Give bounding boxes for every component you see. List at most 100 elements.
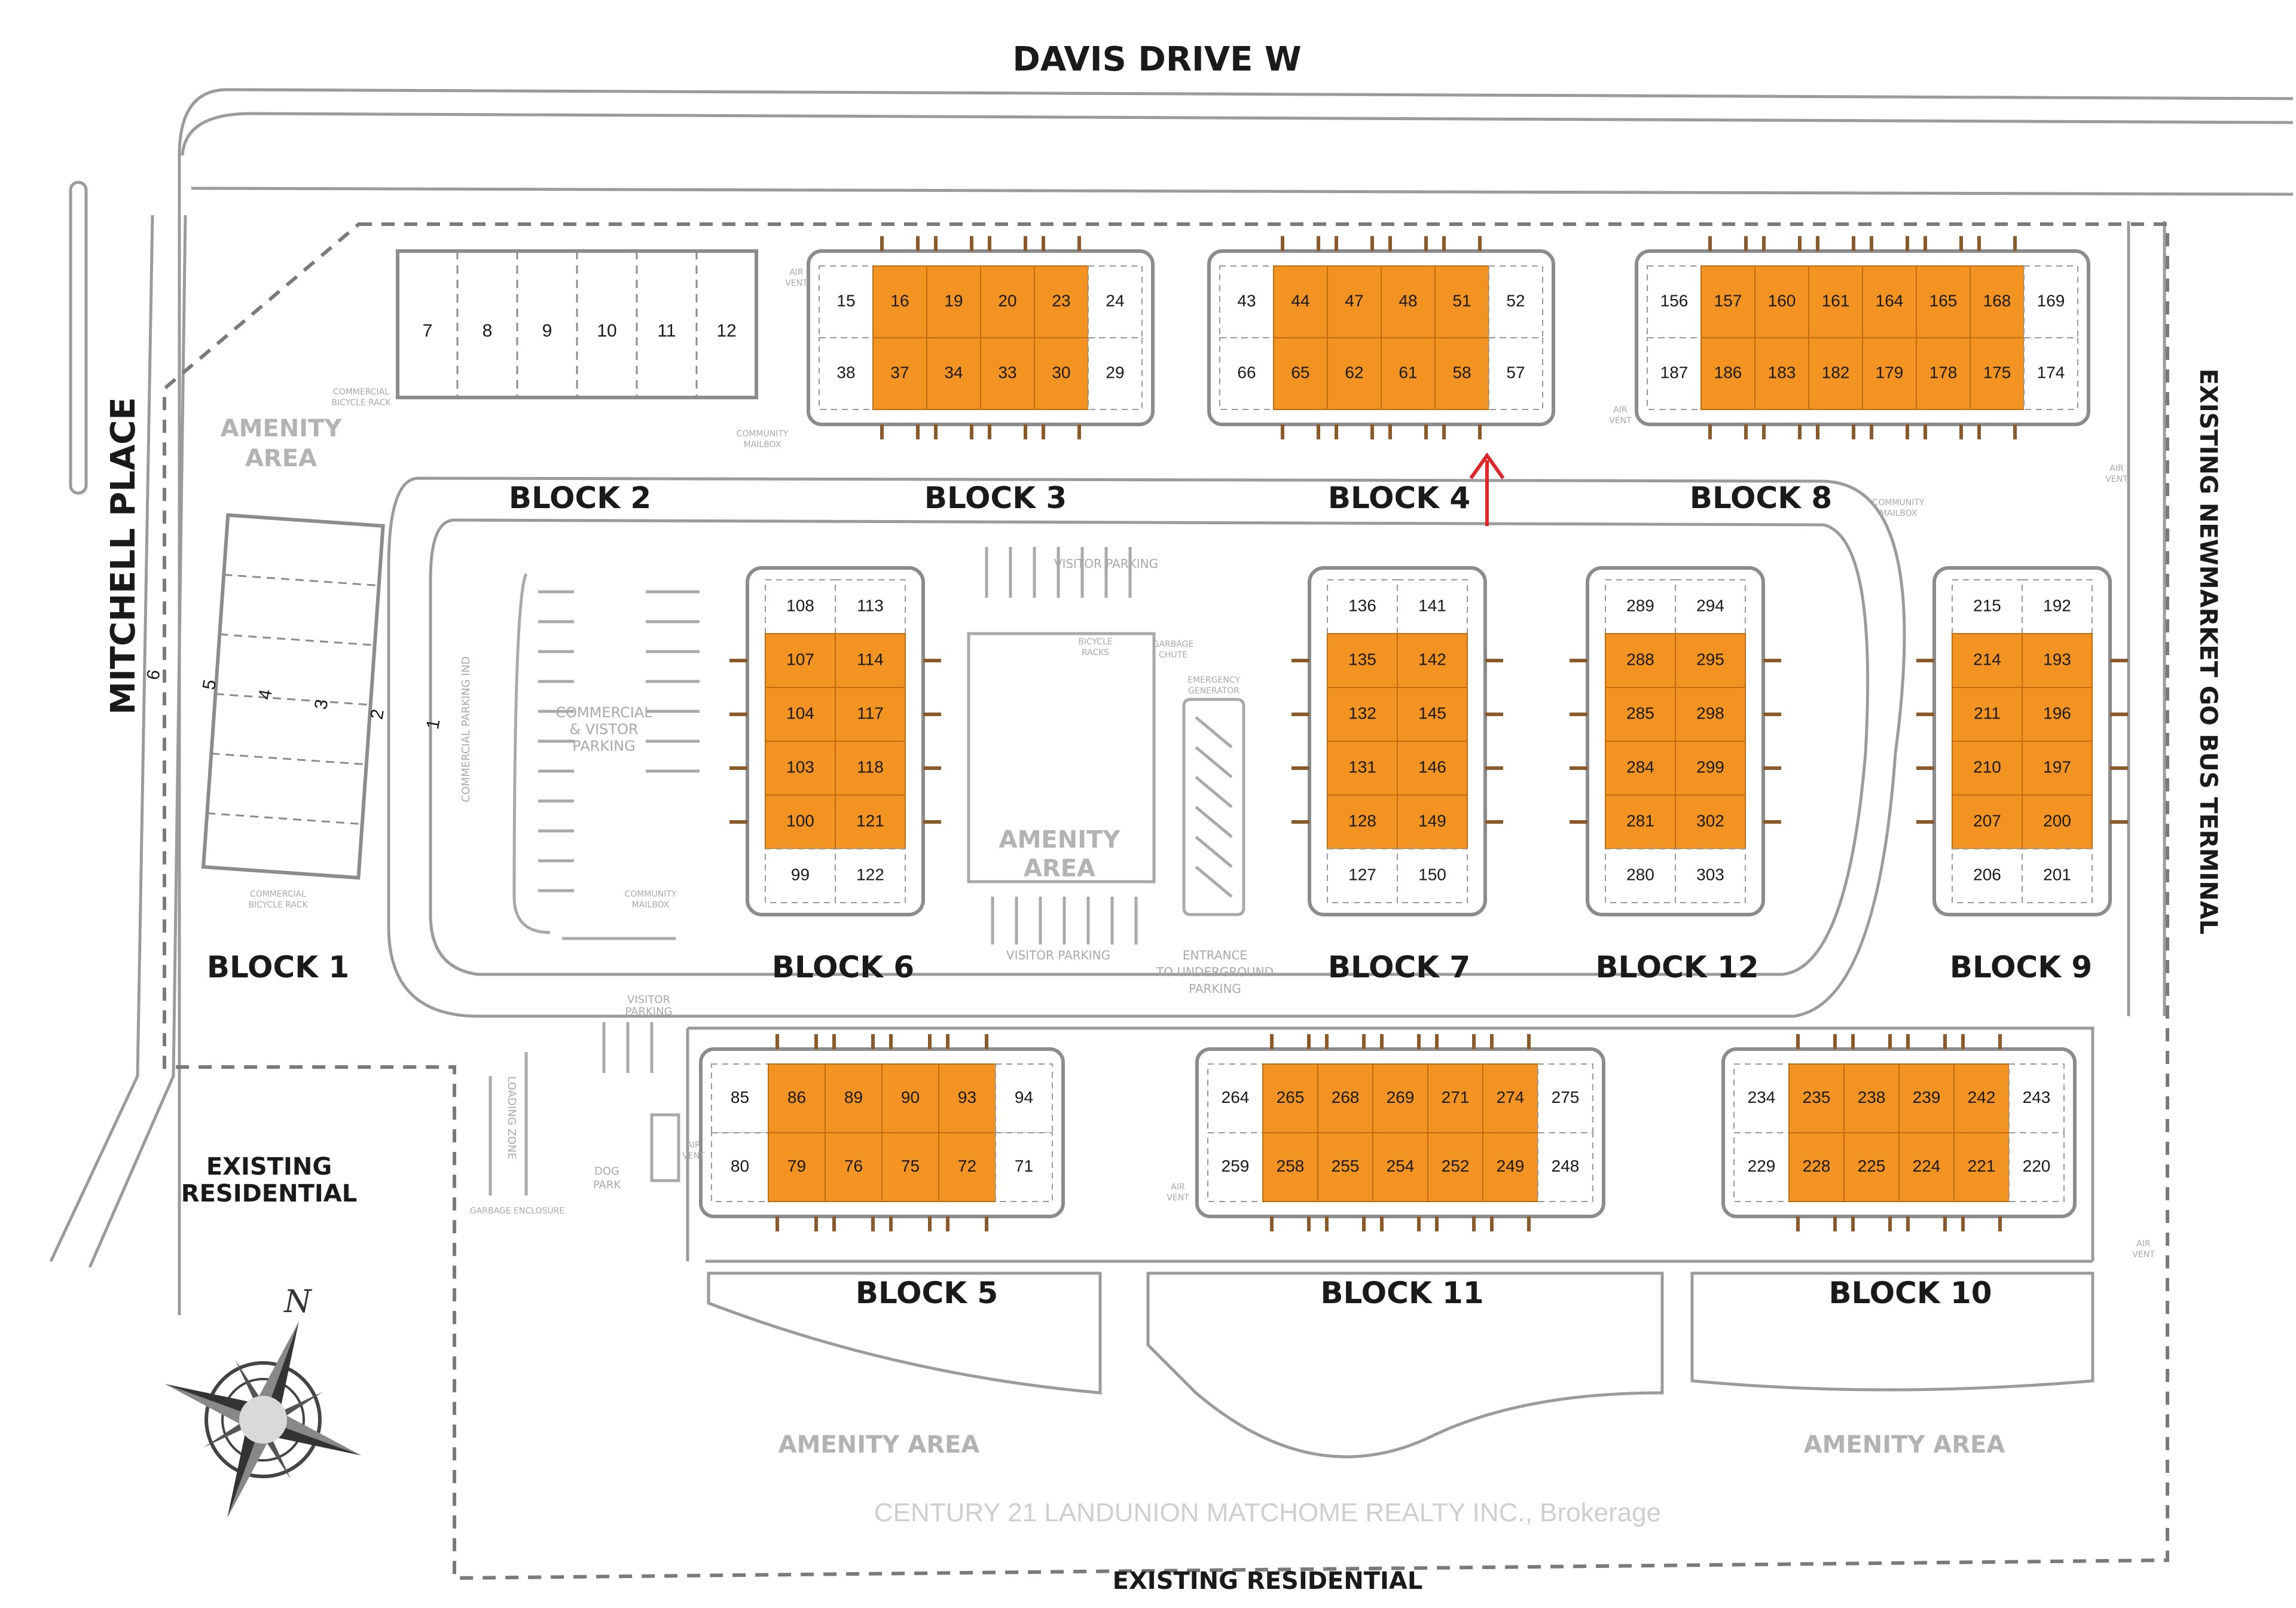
unit-cell xyxy=(825,1132,883,1202)
watermark-text: CENTURY 21 LANDUNION MATCHOME REALTY INC… xyxy=(874,1498,1661,1527)
unit-number: 75 xyxy=(901,1157,920,1175)
label-air-vent-2b: VENT xyxy=(1609,416,1632,426)
unit-number: 19 xyxy=(944,291,963,310)
unit-cell xyxy=(768,1063,826,1133)
unit-number: 295 xyxy=(1696,650,1724,668)
unit-number: 122 xyxy=(856,865,884,884)
unit-cell xyxy=(1788,1063,1845,1133)
unit-cell xyxy=(1605,794,1676,849)
label-air-vent-2: AIR xyxy=(1613,405,1628,415)
unit-number: 16 xyxy=(890,291,909,310)
unit-cell xyxy=(835,741,906,796)
unit-cell xyxy=(872,265,927,338)
label-block-6: BLOCK 6 xyxy=(772,950,914,985)
unit-number: 43 xyxy=(1237,291,1256,310)
amenity-label-south-left: AMENITY AREA xyxy=(778,1431,980,1459)
unit-cell xyxy=(2008,1063,2065,1133)
unit-number: 168 xyxy=(1983,291,2011,310)
unit-cell xyxy=(1482,1063,1538,1133)
unit-number: 29 xyxy=(1106,363,1124,381)
unit-number: 100 xyxy=(786,811,814,830)
label-block-5: BLOCK 5 xyxy=(856,1276,998,1310)
unit-number: 79 xyxy=(787,1157,806,1175)
label-commercial-visitor-parking-3: PARKING xyxy=(572,738,635,754)
unit-number: 178 xyxy=(1929,363,1958,381)
unit-cell xyxy=(1952,848,2023,903)
unit-number: 10 xyxy=(597,321,616,341)
unit-cell xyxy=(1372,1132,1428,1202)
central-amenity-and-parking xyxy=(488,547,1245,1196)
unit-cell xyxy=(1327,265,1382,338)
label-block-2: BLOCK 2 xyxy=(509,481,651,515)
unit-number: 259 xyxy=(1222,1157,1250,1175)
unit-number: 65 xyxy=(1291,363,1309,381)
label-commercial-bicycle-rack-2a: COMMERCIAL xyxy=(250,889,306,899)
unit-cell xyxy=(1397,848,1468,903)
road-label-east: EXISTING NEWMARKET GO BUS TERMINAL xyxy=(2194,369,2222,935)
unit-number: 269 xyxy=(1387,1088,1415,1106)
north-letter: N xyxy=(283,1284,312,1320)
unit-number: 294 xyxy=(1696,596,1724,615)
unit-cell xyxy=(1754,265,1809,338)
unit-number: 157 xyxy=(1714,291,1742,310)
unit-number: 161 xyxy=(1822,291,1850,310)
unit-number: 248 xyxy=(1552,1157,1580,1175)
unit-number: 15 xyxy=(836,291,855,310)
unit-cell xyxy=(1953,1063,2010,1133)
unit-number: 58 xyxy=(1452,363,1471,381)
unit-number: 156 xyxy=(1660,291,1689,310)
unit-cell xyxy=(1317,1063,1373,1133)
unit-cell xyxy=(1327,337,1382,410)
unit-cell xyxy=(765,687,836,742)
unit-number: 265 xyxy=(1277,1088,1305,1106)
unit-cell xyxy=(980,337,1035,410)
unit-number: 51 xyxy=(1452,291,1471,310)
unit-cell xyxy=(1317,1132,1373,1202)
unit-number: 71 xyxy=(1015,1157,1033,1175)
unit-number: 113 xyxy=(857,596,884,615)
label-entrance-1: ENTRANCE xyxy=(1183,948,1247,962)
unit-number: 289 xyxy=(1626,596,1654,615)
unit-cell xyxy=(711,1132,769,1202)
unit-number: 57 xyxy=(1506,363,1525,381)
unit-number: 179 xyxy=(1876,363,1904,381)
unit-number: 284 xyxy=(1626,757,1654,776)
unit-cell xyxy=(1537,1132,1593,1202)
unit-cell xyxy=(1970,337,2025,410)
unit-cell xyxy=(1327,687,1398,742)
unit-number: 239 xyxy=(1913,1088,1941,1106)
unit-number: 238 xyxy=(1858,1088,1886,1106)
unit-number: 206 xyxy=(1973,865,2001,884)
unit-cell xyxy=(1327,741,1398,796)
unit-cell xyxy=(1700,337,1755,410)
unit-cell xyxy=(926,265,981,338)
unit-cell xyxy=(1427,1132,1483,1202)
unit-number: 175 xyxy=(1983,363,2011,381)
unit-cell xyxy=(1605,687,1676,742)
unit-cell xyxy=(1327,579,1398,634)
unit-number: 114 xyxy=(857,650,884,668)
unit-cell xyxy=(1605,848,1676,903)
label-community-mailbox-3: COMMUNITY xyxy=(737,429,789,439)
unit-number: 86 xyxy=(787,1088,806,1106)
unit-number: 89 xyxy=(844,1088,863,1106)
label-emergency-generator-2: GENERATOR xyxy=(1188,686,1239,696)
unit-number: 249 xyxy=(1497,1157,1525,1175)
unit-number: 47 xyxy=(1345,291,1363,310)
unit-cell xyxy=(995,1063,1053,1133)
label-garbage-chute-1: GARBAGE xyxy=(1153,640,1194,649)
unit-cell xyxy=(1898,1063,1955,1133)
unit-number: 264 xyxy=(1222,1088,1250,1106)
unit-cell xyxy=(1647,337,1702,410)
unit-number: 225 xyxy=(1858,1157,1886,1175)
unit-cell xyxy=(1427,1063,1483,1133)
unit-cell xyxy=(872,337,927,410)
unit-cell xyxy=(765,579,836,634)
unit-number: 37 xyxy=(890,363,909,381)
